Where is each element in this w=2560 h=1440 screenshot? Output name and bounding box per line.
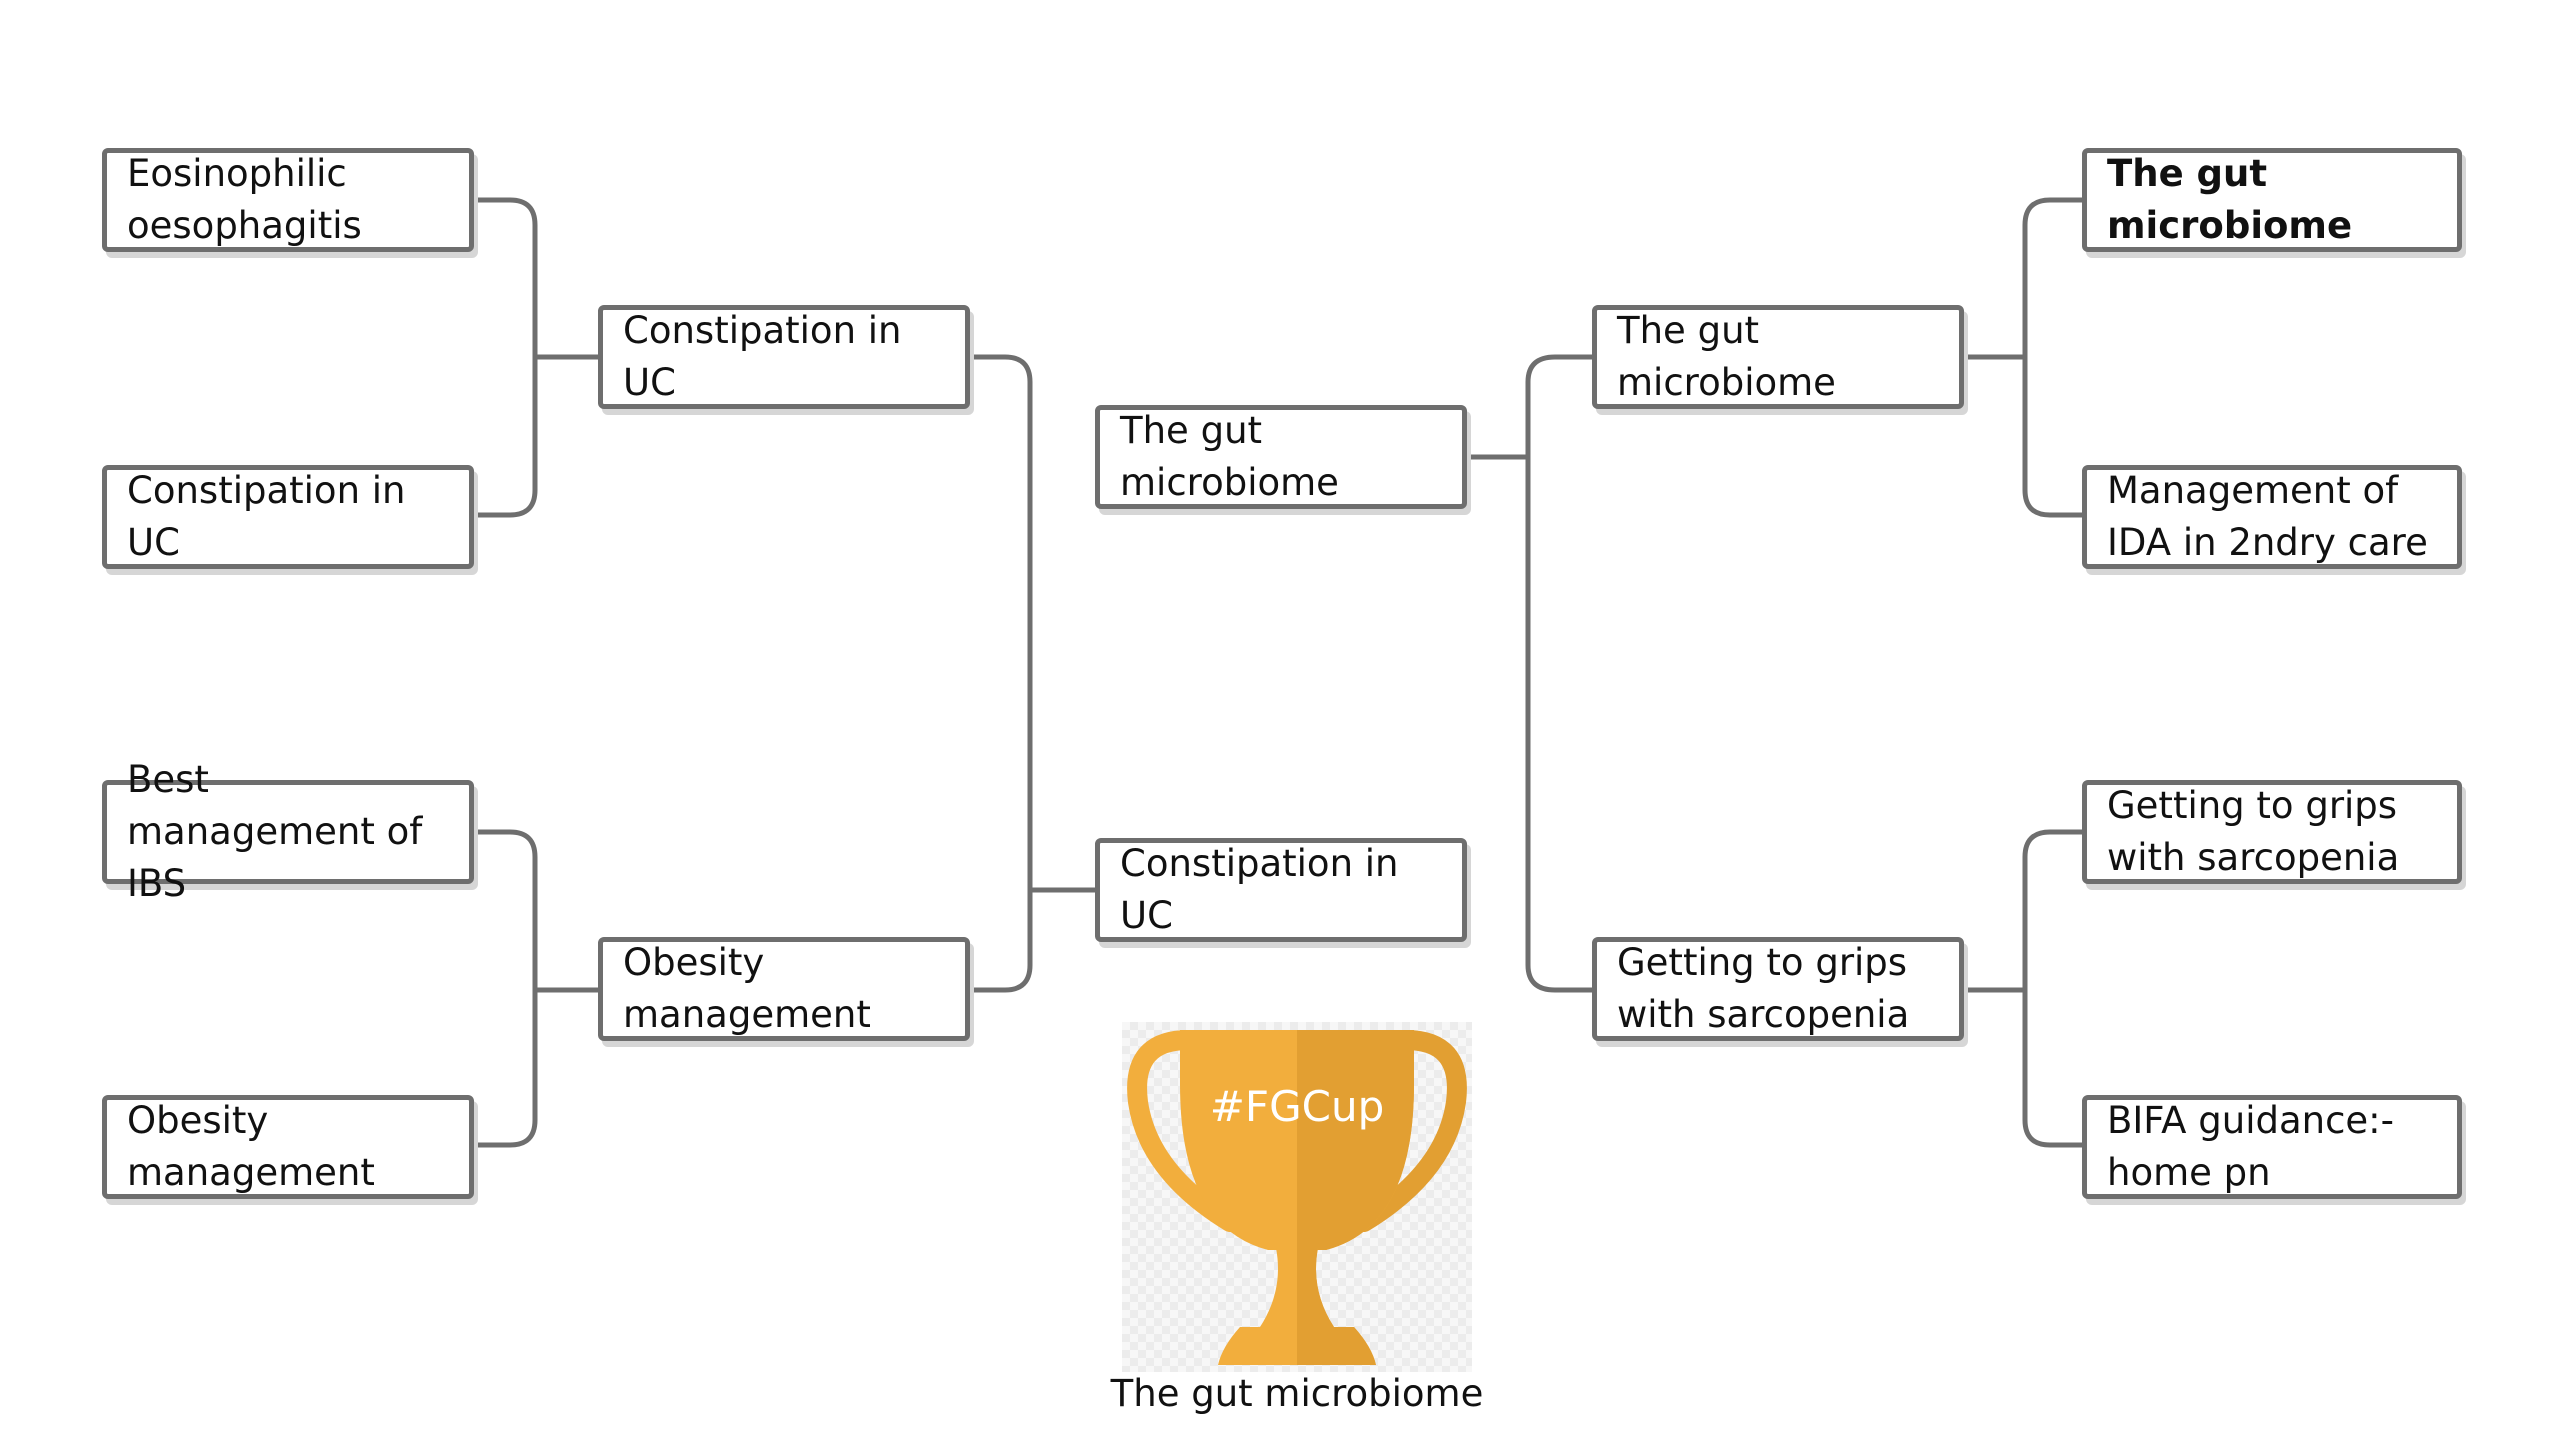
team-label: Getting to grips with sarcopenia	[1617, 941, 1910, 1036]
match-right-r1-1: The gut microbiome	[2082, 148, 2462, 252]
match-left-r2-1: Constipation in UC	[598, 305, 970, 409]
match-left-r1-1: Eosinophilic oesophagitis	[102, 148, 474, 252]
match-left-r2-2: Obesity management	[598, 937, 970, 1041]
match-right-r1-2: Management of IDA in 2ndry care	[2082, 465, 2462, 569]
team-label: The gut microbiome	[1617, 309, 1836, 404]
team-label: Eosinophilic oesophagitis	[127, 152, 362, 247]
team-label: BIFA guidance:- home pn	[2107, 1099, 2395, 1194]
team-label: Management of IDA in 2ndry care	[2107, 469, 2428, 564]
match-left-r1-4: Obesity management	[102, 1095, 474, 1199]
trophy-hashtag: #FGCup	[1209, 1082, 1385, 1131]
match-left-r1-3: Best management of IBS	[102, 758, 474, 905]
connector-right-bottom-pair	[2022, 829, 2085, 1148]
team-label: The gut microbiome	[1120, 409, 1339, 504]
trophy: #FGCup	[1122, 1022, 1472, 1372]
team-label: The gut microbiome	[2107, 152, 2353, 247]
team-label: Constipation in UC	[1120, 842, 1399, 937]
team-label: Constipation in UC	[623, 309, 902, 404]
connector-left-top-pair	[469, 197, 538, 518]
connector-left-round2	[965, 354, 1033, 993]
team-label: Getting to grips with sarcopenia	[2107, 784, 2400, 879]
team-label: Constipation in UC	[127, 469, 406, 564]
connector-right-round2	[1525, 354, 1595, 993]
match-right-r2-2: Getting to grips with sarcopenia	[1592, 937, 1964, 1041]
team-label: Obesity management	[127, 1099, 375, 1194]
semifinal-bottom: Constipation in UC	[1095, 838, 1467, 942]
connector-left-bottom-pair	[469, 829, 538, 1148]
winner-caption: The gut microbiome	[1110, 1372, 1484, 1415]
team-label: Best management of IBS	[127, 758, 423, 905]
match-right-r1-4: BIFA guidance:- home pn	[2082, 1095, 2462, 1199]
semifinal-top: The gut microbiome	[1095, 405, 1467, 509]
trophy-icon	[1127, 1029, 1467, 1365]
connector-right-top-pair	[2022, 197, 2085, 518]
match-right-r2-1: The gut microbiome	[1592, 305, 1964, 409]
team-label: Obesity management	[623, 941, 871, 1036]
match-right-r1-3: Getting to grips with sarcopenia	[2082, 780, 2462, 884]
match-left-r1-2: Constipation in UC	[102, 465, 474, 569]
